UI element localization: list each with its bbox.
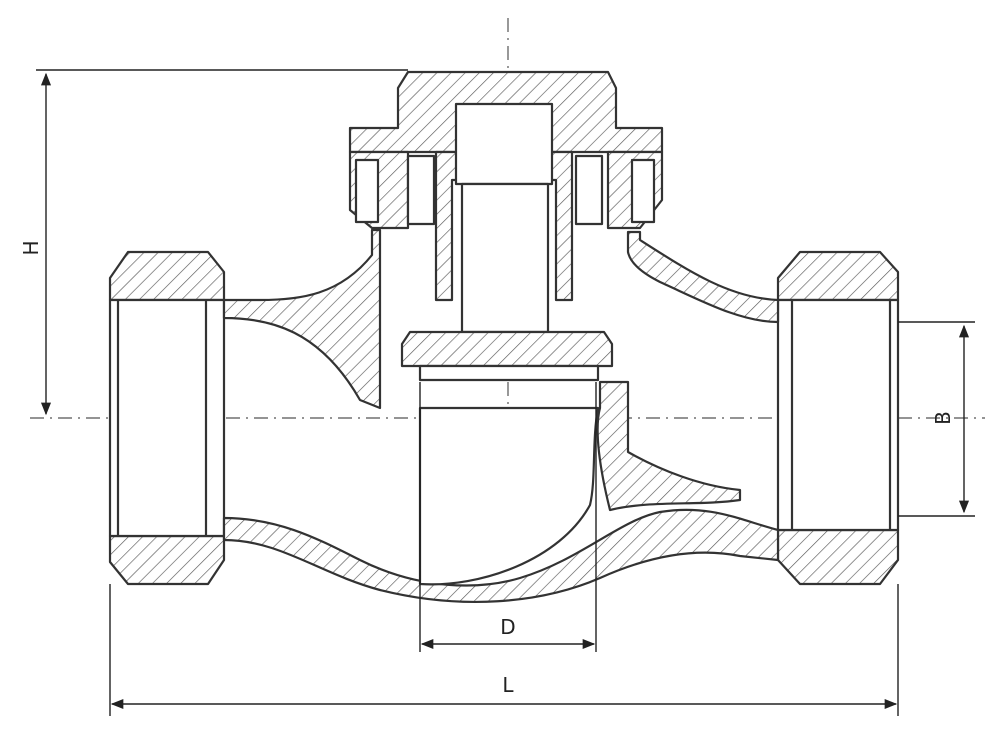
right-end-bottom-wall [776,528,900,586]
disc-face [418,364,600,382]
guide-sleeve [434,150,574,302]
disc-stem-upper [454,102,554,186]
body-upper-left-wall [222,228,382,410]
body-lower-bowl [222,508,780,603]
disc-stem-lower [460,182,550,334]
left-end-fitting [108,250,226,586]
bore-label: D [500,615,515,639]
body-upper-right-wall [626,230,780,324]
right-end-fitting [776,250,900,586]
bonnet-thread-left [354,158,380,224]
body-inner-curve [418,406,600,586]
valve-disc [400,330,614,368]
valve-bonnet [348,70,664,302]
right-end-top-wall [776,250,900,302]
thread-label: B [931,411,955,425]
valve-disc-assembly [400,102,614,382]
length-label: L [502,673,514,697]
guide-sleeve-left-slot [406,154,436,226]
valve-body [222,228,780,603]
right-thread-bore [776,298,900,532]
guide-sleeve-right-slot [574,154,604,226]
height-label: H [19,240,43,255]
dimensions [36,69,975,716]
body-seat-partition [596,380,742,512]
left-end-top-wall [108,250,226,302]
bonnet-thread-right [630,158,656,224]
left-end-bottom-wall [108,534,226,586]
